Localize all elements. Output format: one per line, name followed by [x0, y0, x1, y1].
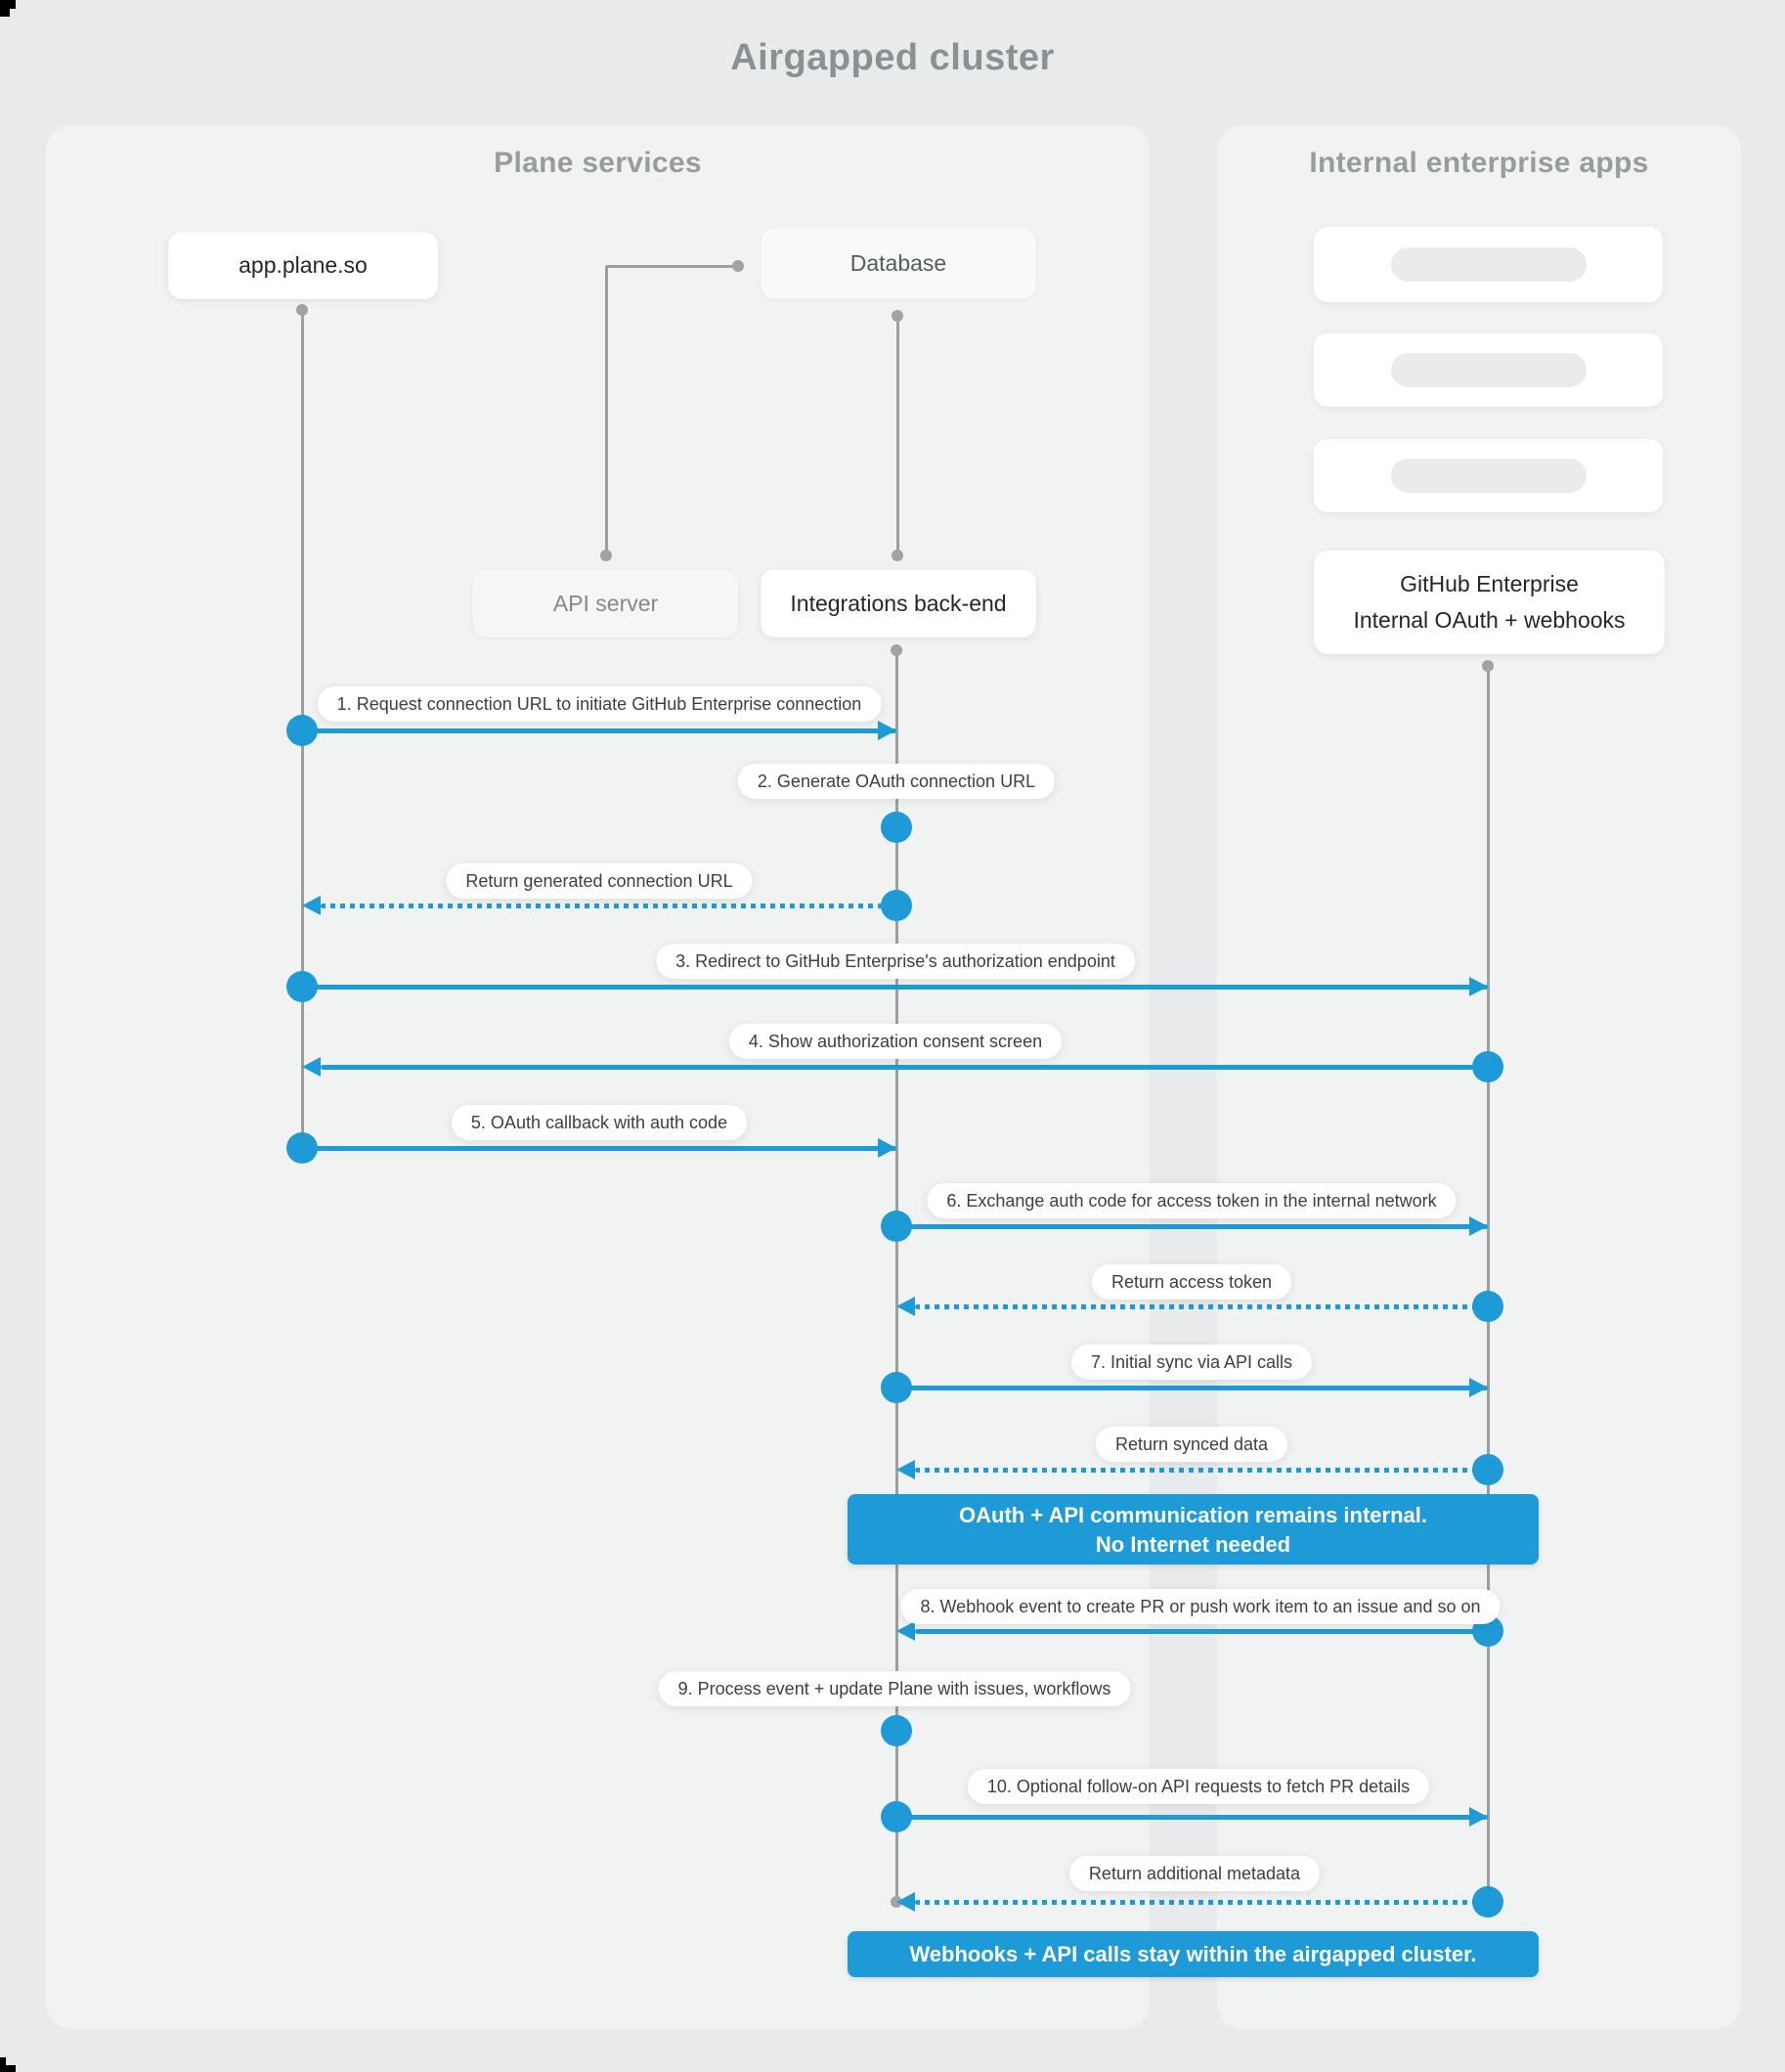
message-5-label: 5. OAuth callback with auth code [451, 1105, 748, 1140]
connector-api-server-to-database [606, 265, 738, 268]
diagram-title: Airgapped cluster [730, 37, 1055, 78]
message-source-dot [1472, 1886, 1503, 1918]
message-10-arrow [896, 1815, 1488, 1820]
arrowhead-left-icon [302, 896, 321, 915]
node-integrations-backend: Integrations back-end [761, 569, 1036, 638]
return-access-token-label: Return access token [1091, 1264, 1292, 1300]
message-6-arrow [896, 1224, 1488, 1229]
lifeline-integrations-backend [895, 650, 898, 1902]
message-10-label: 10. Optional follow-on API requests to f… [967, 1769, 1430, 1804]
message-source-dot [286, 971, 318, 1002]
panel-plane-services [46, 125, 1150, 2029]
arrowhead-left-icon [302, 1057, 321, 1077]
banner-internal-note: OAuth + API communication remains intern… [848, 1494, 1539, 1565]
node-label: Database [849, 250, 947, 276]
message-2-label: 2. Generate OAuth connection URL [737, 764, 1056, 799]
return-synced-data-arrow [915, 1468, 1488, 1473]
skeleton-app-card [1314, 333, 1663, 407]
arrowhead-right-icon [878, 721, 896, 740]
message-4-label: 4. Show authorization consent screen [728, 1024, 1063, 1059]
corner-artifact-top-left [0, 0, 16, 9]
panel-title-internal-enterprise-apps: Internal enterprise apps [1309, 147, 1649, 179]
message-1-arrow [302, 728, 896, 733]
lifeline-github-enterprise [1487, 666, 1490, 1902]
message-source-dot [881, 890, 912, 921]
message-7-arrow [896, 1386, 1488, 1390]
skeleton-pill [1390, 459, 1587, 493]
node-app-plane-so: app.plane.so [168, 232, 438, 299]
node-label-line1: GitHub Enterprise [1400, 571, 1579, 596]
skeleton-pill [1390, 353, 1587, 387]
corner-artifact-bottom-left [0, 2065, 16, 2072]
self-action-dot [881, 1715, 912, 1746]
corner-artifact-bottom-left [0, 2057, 6, 2065]
arrowhead-left-icon [896, 1297, 915, 1316]
arrowhead-right-icon [1469, 1807, 1488, 1827]
connector-database-to-integrations [896, 316, 899, 555]
arrowhead-left-icon [896, 1460, 915, 1479]
message-source-dot [881, 1211, 912, 1242]
lifeline-endpoint-dot [1482, 660, 1494, 672]
node-database: Database [761, 228, 1036, 299]
node-label-line2: Internal OAuth + webhooks [1353, 607, 1626, 633]
connector-endpoint-dot [892, 310, 903, 322]
arrowhead-left-icon [896, 1621, 915, 1641]
arrowhead-right-icon [1469, 1216, 1488, 1236]
skeleton-pill [1390, 247, 1587, 282]
node-label: API server [552, 590, 659, 616]
return-connection-url-label: Return generated connection URL [446, 863, 753, 899]
arrowhead-right-icon [1469, 1378, 1488, 1397]
return-additional-metadata-arrow [915, 1900, 1488, 1905]
banner-airgapped-note: Webhooks + API calls stay within the air… [848, 1931, 1539, 1977]
message-source-dot [1472, 1291, 1503, 1322]
node-api-server: API server [472, 569, 739, 638]
message-source-dot [881, 1372, 912, 1403]
arrowhead-right-icon [1469, 977, 1488, 996]
message-source-dot [286, 1132, 318, 1164]
arrowhead-right-icon [878, 1138, 896, 1158]
connector-endpoint-dot [732, 260, 744, 272]
message-8-label: 8. Webhook event to create PR or push wo… [900, 1589, 1501, 1624]
arrowhead-left-icon [896, 1892, 915, 1912]
connector-api-server-vertical [605, 266, 608, 555]
return-connection-url-arrow [321, 904, 896, 908]
message-8-arrow [915, 1629, 1488, 1634]
message-source-dot [1472, 1454, 1503, 1485]
message-3-arrow [302, 985, 1488, 990]
lifeline-endpoint-dot [296, 304, 308, 316]
node-github-enterprise: GitHub Enterprise Internal OAuth + webho… [1314, 551, 1665, 654]
message-4-arrow [321, 1065, 1488, 1070]
panel-title-plane-services: Plane services [494, 147, 702, 179]
node-label: app.plane.so [239, 252, 368, 278]
self-action-dot [881, 812, 912, 843]
message-source-dot [881, 1801, 912, 1832]
message-9-label: 9. Process event + update Plane with iss… [658, 1671, 1131, 1706]
message-source-dot [286, 715, 318, 746]
message-3-label: 3. Redirect to GitHub Enterprise's autho… [656, 944, 1135, 979]
message-7-label: 7. Initial sync via API calls [1070, 1345, 1313, 1380]
message-1-label: 1. Request connection URL to initiate Gi… [317, 686, 882, 722]
message-5-arrow [302, 1146, 896, 1151]
connector-endpoint-dot [600, 550, 612, 561]
node-label: Integrations back-end [790, 590, 1007, 616]
lifeline-endpoint-dot [891, 644, 902, 656]
skeleton-app-card [1314, 227, 1663, 302]
banner-text: Webhooks + API calls stay within the air… [909, 1942, 1477, 1966]
skeleton-app-card [1314, 439, 1663, 512]
return-additional-metadata-label: Return additional metadata [1068, 1856, 1321, 1891]
return-synced-data-label: Return synced data [1095, 1427, 1288, 1462]
connector-endpoint-dot [892, 550, 903, 561]
return-access-token-arrow [915, 1304, 1488, 1309]
message-6-label: 6. Exchange auth code for access token i… [927, 1183, 1457, 1218]
message-source-dot [1472, 1051, 1503, 1082]
banner-line2: No Internet needed [1095, 1532, 1291, 1557]
corner-artifact-top-left [0, 9, 10, 17]
banner-line1: OAuth + API communication remains intern… [959, 1503, 1427, 1527]
